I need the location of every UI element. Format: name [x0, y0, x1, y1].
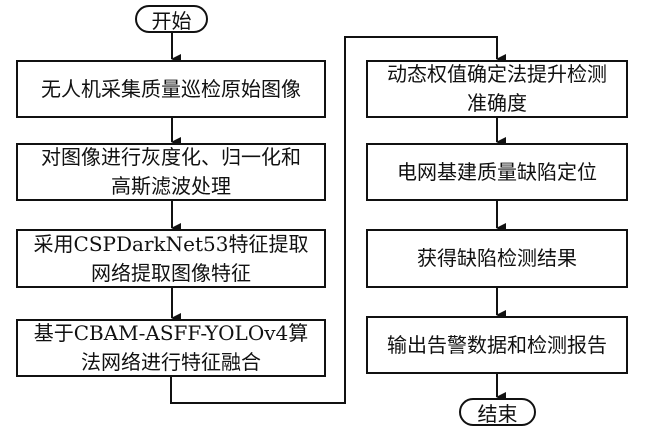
- step-7-box: 获得缺陷检测结果: [366, 229, 628, 288]
- step-5-line-2: 准确度: [467, 91, 527, 115]
- step-2-box: 对图像进行灰度化、归一化和 高斯滤波处理: [16, 143, 326, 201]
- step-5-line-1: 动态权值确定法提升检测: [387, 62, 607, 86]
- step-8-box: 输出告警数据和检测报告: [366, 316, 628, 374]
- step-8-line-1: 输出告警数据和检测报告: [387, 332, 607, 357]
- step-4-line-2: 法网络进行特征融合: [81, 350, 261, 374]
- step-6-box: 电网基建质量缺陷定位: [366, 143, 628, 201]
- step-2-line-1: 对图像进行灰度化、归一化和: [41, 145, 301, 169]
- step-7-line-1: 获得缺陷检测结果: [417, 246, 577, 270]
- step-5-box: 动态权值确定法提升检测 准确度: [366, 60, 628, 118]
- arrow-step4-to-step5: [170, 36, 506, 404]
- step-4-line-1: 基于CBAM-ASFF-YOLOv4算: [33, 321, 309, 345]
- end-terminal: 结束: [459, 398, 536, 426]
- step-3-line-2: 网络提取图像特征: [91, 260, 251, 285]
- step-1-line-1: 无人机采集质量巡检原始图像: [41, 76, 301, 101]
- step-1-box: 无人机采集质量巡检原始图像: [16, 60, 326, 118]
- start-terminal: 开始: [135, 5, 208, 33]
- step-2-line-2: 高斯滤波处理: [111, 174, 231, 198]
- step-3-line-1: 采用CSPDarkNet53特征提取: [33, 231, 309, 256]
- end-label: 结束: [477, 401, 518, 426]
- step-6-line-1: 电网基建质量缺陷定位: [397, 159, 597, 184]
- start-label: 开始: [151, 8, 192, 33]
- step-3-box: 采用CSPDarkNet53特征提取 网络提取图像特征: [16, 229, 326, 288]
- step-4-box: 基于CBAM-ASFF-YOLOv4算 法网络进行特征融合: [16, 319, 326, 377]
